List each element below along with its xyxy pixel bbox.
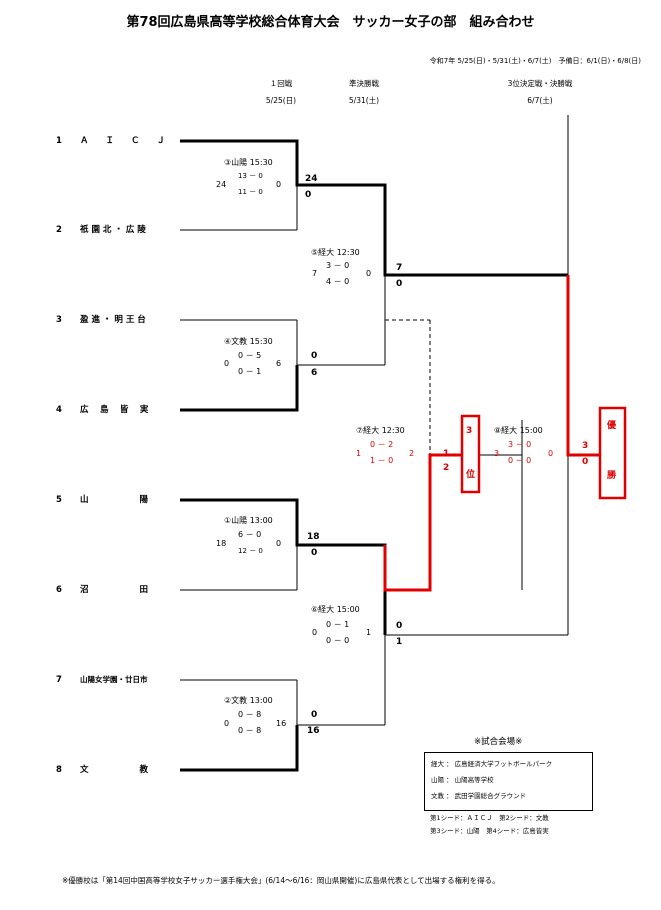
match-7-bottom-score: 2 — [443, 463, 450, 473]
seeds-line-1: 第1シード：ＡＩＣＪ 第2シード：文教 — [430, 814, 549, 822]
match-4-half-2: 0 － 1 — [238, 367, 262, 376]
match-2-label: ②文教 13:00 — [224, 696, 273, 705]
match-8-top-score: 3 — [582, 441, 589, 451]
match-5-top-score: 7 — [396, 263, 403, 273]
match-4-bottom-score: 6 — [311, 368, 318, 378]
match-6-left-total: 0 — [312, 628, 318, 637]
match-5-half-1: 3 － 0 — [326, 261, 350, 270]
team-1-name: Ａ Ｉ Ｃ Ｊ — [80, 136, 166, 146]
match-1-right-total: 0 — [276, 539, 282, 548]
team-5-name: 山 陽 — [80, 495, 149, 505]
match-7-label: ⑦経大 12:30 — [356, 426, 405, 435]
match-2-half-2: 0 － 8 — [238, 726, 262, 735]
team-2-number: 2 — [56, 225, 62, 235]
match-5-left-total: 7 — [312, 269, 318, 278]
round-1-name: １回戦 — [269, 79, 293, 88]
match-7-top-score: 1 — [443, 449, 450, 459]
third-place-char-2: 位 — [466, 470, 476, 480]
team-3-name: 盈 進 ・ 明 王 台 — [80, 315, 146, 325]
match-8-half-2: 0 － 0 — [508, 456, 532, 465]
team-6-number: 6 — [56, 585, 62, 595]
match-8-right-total: 0 — [548, 449, 554, 458]
match-3-left-total: 24 — [216, 180, 227, 189]
match-6-label: ⑥経大 15:00 — [311, 605, 360, 614]
match-6-top-score: 0 — [396, 621, 403, 631]
team-7-number: 7 — [56, 675, 62, 685]
match-4-right-total: 6 — [276, 359, 282, 368]
match-5-right-total: 0 — [366, 269, 372, 278]
match-5-bottom-score: 0 — [396, 279, 403, 289]
match-4-left-total: 0 — [224, 359, 230, 368]
match-6-half-2: 0 － 0 — [326, 636, 350, 645]
match-6-right-total: 1 — [366, 628, 372, 637]
match-4-top-score: 0 — [311, 351, 318, 361]
round-1-date: 5/25(日) — [265, 96, 297, 105]
round-3-name: 3位決定戦・決勝戦 — [507, 79, 573, 88]
third-place-char-1: 3 — [466, 426, 473, 436]
venue-legend: 経大 ： 広島経済大学フットボールパーク 山陽 ： 山陽高等学校 文教 ： 武田… — [424, 752, 593, 811]
match-8-half-1: 3 － 0 — [508, 440, 532, 449]
match-1-bottom-score: 0 — [311, 548, 318, 558]
round-2-date: 5/31(土) — [348, 96, 380, 105]
team-4-name: 広 島 皆 実 — [80, 405, 149, 415]
match-6-bottom-score: 1 — [396, 637, 403, 647]
match-3-half-2: 11 － 0 — [238, 188, 263, 196]
match-7-half-2: 1 － 0 — [370, 456, 394, 465]
match-8-bottom-score: 0 — [582, 457, 589, 467]
match-6-half-1: 0 － 1 — [326, 620, 350, 629]
match-3-right-total: 0 — [276, 180, 282, 189]
match-4-half-1: 0 － 5 — [238, 351, 262, 360]
match-7-left-total: 1 — [356, 449, 362, 458]
team-4-number: 4 — [56, 405, 62, 415]
seeds-line-2: 第3シード：山陽 第4シード：広島皆実 — [430, 827, 549, 835]
match-2-left-total: 0 — [224, 719, 230, 728]
match-2-right-total: 16 — [276, 719, 287, 728]
match-3-half-1: 13 － 0 — [238, 172, 263, 180]
team-5-number: 5 — [56, 495, 62, 505]
match-1-label: ①山陽 13:00 — [224, 516, 273, 525]
team-1-number: 1 — [56, 136, 62, 146]
legend-title: ※試合会場※ — [474, 737, 523, 747]
champion-char-2: 勝 — [607, 471, 617, 481]
match-2-bottom-score: 16 — [307, 726, 320, 736]
round-2-name: 準決勝戦 — [349, 79, 379, 88]
team-2-name: 祇 園 北 ・ 広 陵 — [80, 225, 146, 235]
team-6-name: 沼 田 — [80, 585, 149, 595]
legend-row-3: 文教 ： 武田学園総合グラウンド — [431, 792, 527, 800]
team-8-name: 文 教 — [80, 765, 149, 775]
match-2-half-1: 0 － 8 — [238, 710, 262, 719]
champion-char-1: 優 — [607, 421, 617, 431]
match-3-label: ③山陽 15:30 — [224, 158, 273, 167]
match-1-half-1: 6 － 0 — [238, 530, 262, 539]
team-3-number: 3 — [56, 315, 62, 325]
match-1-half-2: 12 － 0 — [238, 547, 263, 555]
match-1-left-total: 18 — [216, 539, 227, 548]
match-4-label: ④文教 15:30 — [224, 337, 273, 346]
match-5-half-2: 4 － 0 — [326, 277, 350, 286]
match-2-top-score: 0 — [311, 710, 318, 720]
match-8-left-total: 3 — [494, 449, 500, 458]
match-7-half-1: 0 － 2 — [370, 440, 394, 449]
match-3-bottom-score: 0 — [305, 190, 312, 200]
match-8-label: ⑧経大 15:00 — [494, 426, 543, 435]
match-3-top-score: 24 — [305, 174, 318, 184]
team-7-name: 山陽女学園・廿日市 — [80, 675, 148, 684]
schedule-dates: 令和7年 5/25(日)・5/31(土)・6/7(土) 予備日：6/1(日)・6… — [429, 57, 641, 65]
legend-row-1: 経大 ： 広島経済大学フットボールパーク — [431, 760, 553, 768]
page-title: 第78回広島県高等学校総合体育大会 サッカー女子の部 組み合わせ — [126, 15, 535, 30]
match-5-label: ⑤経大 12:30 — [311, 248, 360, 257]
legend-row-2: 山陽 ： 山陽高等学校 — [431, 776, 494, 784]
match-7-right-total: 2 — [409, 449, 415, 458]
match-1-top-score: 18 — [307, 532, 320, 542]
round-3-date: 6/7(土) — [527, 96, 553, 105]
team-8-number: 8 — [56, 765, 62, 775]
footnote: ※優勝校は「第14回中国高等学校女子サッカー選手権大会」(6/14～6/16：岡… — [62, 876, 500, 885]
